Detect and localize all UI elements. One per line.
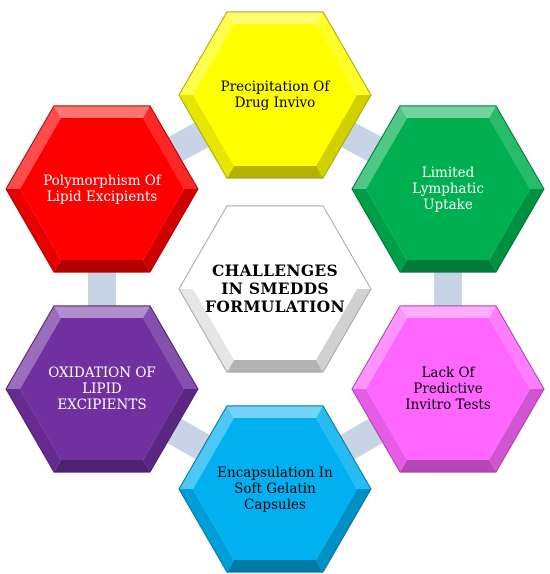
hex-oxidation — [5, 305, 199, 473]
bevel-facet — [352, 189, 407, 273]
bevel-facet — [179, 405, 234, 489]
bevel-facet — [400, 305, 496, 318]
bevel-facet — [316, 95, 371, 179]
bevel-facet — [143, 389, 198, 473]
bevel-facet — [54, 305, 150, 318]
bevel-facet — [489, 305, 544, 389]
bevel-facet — [6, 389, 61, 473]
hex-rim — [351, 105, 545, 273]
hex-rim — [5, 305, 199, 473]
bevel-facet — [400, 260, 496, 273]
bevel-facet — [143, 105, 198, 189]
bevel-facet — [316, 289, 371, 373]
bevel-facet — [54, 460, 150, 473]
bevel-facet — [6, 305, 61, 389]
hex-face — [193, 417, 357, 561]
bevel-facet — [179, 489, 234, 573]
hex-face — [366, 317, 530, 461]
bevel-facet — [179, 95, 234, 179]
hexagons — [5, 11, 545, 573]
bevel-facet — [227, 360, 323, 373]
bevel-facet — [54, 260, 150, 273]
bevel-facet — [352, 305, 407, 389]
bevel-facet — [227, 405, 323, 418]
bevel-facet — [227, 560, 323, 573]
hex-predictive-tests — [351, 305, 545, 473]
hex-face — [20, 117, 184, 261]
bevel-facet — [143, 189, 198, 273]
hex-face — [193, 23, 357, 167]
bevel-facet — [489, 189, 544, 273]
bevel-facet — [316, 205, 371, 289]
hex-precipitation — [178, 11, 372, 179]
hex-face — [20, 317, 184, 461]
bevel-facet — [316, 11, 371, 96]
bevel-facet — [227, 11, 323, 24]
hex-rim — [5, 105, 199, 273]
hex-rim — [351, 305, 545, 473]
bevel-facet — [316, 489, 371, 573]
bevel-facet — [352, 389, 407, 473]
bevel-facet — [316, 405, 371, 489]
hex-rim — [178, 205, 372, 373]
bevel-facet — [54, 105, 150, 118]
bevel-facet — [352, 105, 407, 189]
hex-rim — [178, 11, 372, 179]
bevel-facet — [179, 205, 234, 289]
bevel-facet — [227, 166, 323, 179]
hex-lymphatic-uptake — [351, 105, 545, 273]
bevel-facet — [179, 289, 234, 373]
hex-face — [193, 217, 357, 361]
hex-rim — [178, 405, 372, 573]
bevel-facet — [179, 11, 234, 96]
bevel-facet — [489, 105, 544, 189]
bevel-facet — [6, 105, 61, 189]
hex-encapsulation — [178, 405, 372, 573]
bevel-facet — [143, 305, 198, 389]
bevel-facet — [227, 205, 323, 218]
hex-polymorphism — [5, 105, 199, 273]
hex-face — [366, 117, 530, 261]
bevel-facet — [400, 460, 496, 473]
hex-center — [178, 205, 372, 373]
bevel-facet — [6, 189, 61, 273]
bevel-facet — [400, 105, 496, 118]
bevel-facet — [489, 389, 544, 473]
